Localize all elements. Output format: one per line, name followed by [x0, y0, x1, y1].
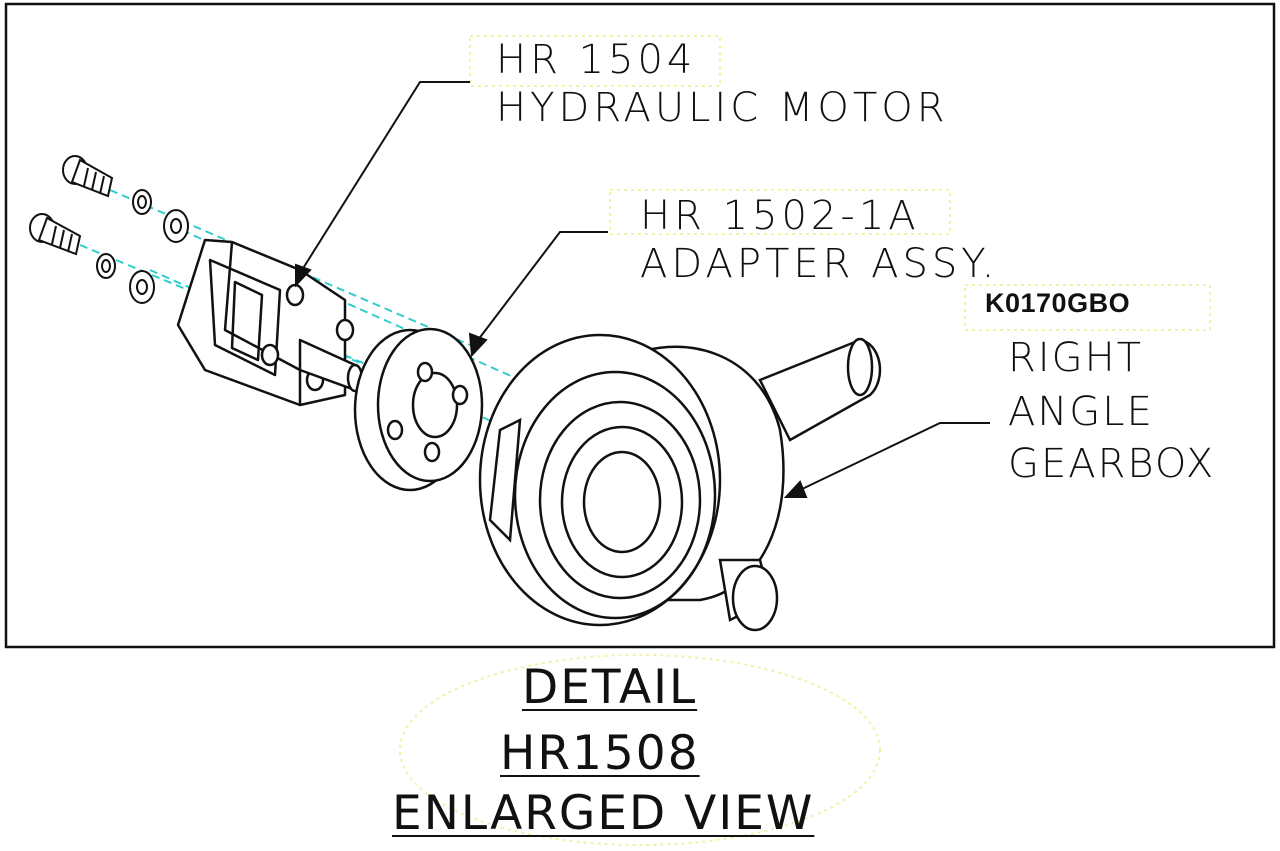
washers: [96, 189, 189, 304]
drawing-frame: [4, 2, 1276, 649]
motor-part-number: HR 1504: [496, 37, 697, 83]
highlight-halos: [399, 35, 1211, 846]
detail-title: DETAIL: [522, 660, 698, 715]
gearbox-line-2: ANGLE: [1008, 389, 1154, 435]
adapter-assembly: [353, 327, 484, 492]
gearbox-line-1: RIGHT: [1008, 335, 1144, 381]
leader-lines: [295, 81, 990, 498]
detail-number: HR1508: [500, 726, 700, 781]
detail-view-label: ENLARGED VIEW: [392, 786, 815, 841]
gearbox-code: K0170GBO: [985, 288, 1131, 318]
right-angle-gearbox: [478, 333, 882, 632]
adapter-part-number: HR 1502-1A: [640, 193, 920, 239]
adapter-description: ADAPTER ASSY.: [640, 241, 999, 287]
cap-screw-lower: [29, 213, 82, 256]
motor-description: HYDRAULIC MOTOR: [496, 85, 949, 131]
gearbox-line-3: GEARBOX: [1008, 441, 1216, 487]
cap-screw-upper: [62, 155, 114, 198]
hydraulic-motor: [176, 238, 364, 407]
